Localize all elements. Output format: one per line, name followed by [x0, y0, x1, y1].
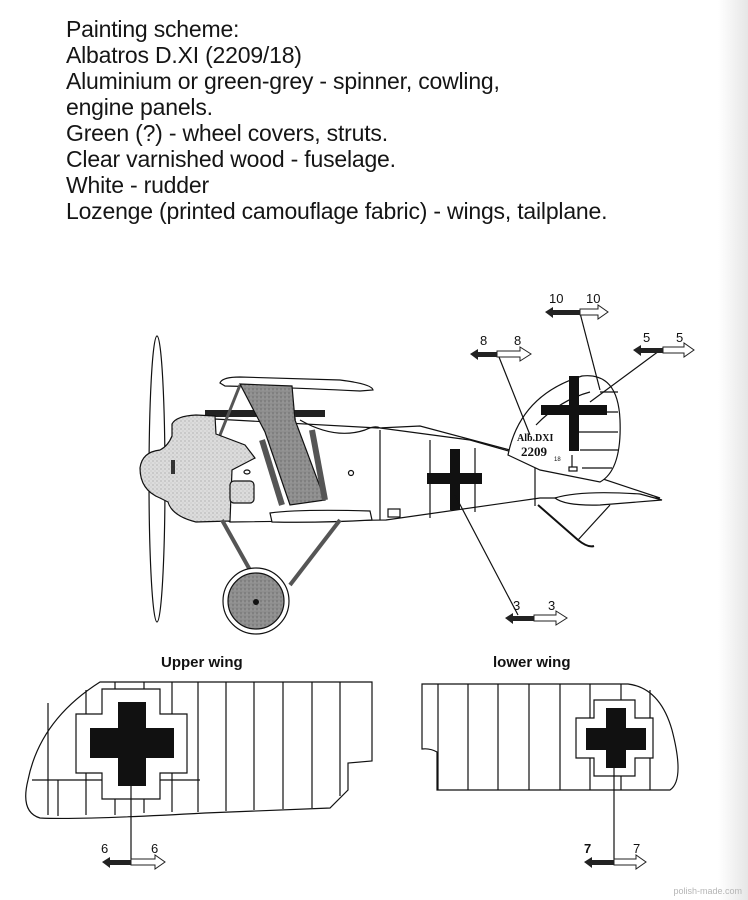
- callout-label-right: 5: [676, 330, 683, 345]
- callout-label-right: 10: [586, 291, 600, 306]
- callout-7: 7 7: [584, 841, 647, 870]
- callout-label-left: 6: [101, 841, 108, 856]
- callout-label-left: 8: [480, 333, 487, 348]
- wheel: [222, 567, 290, 635]
- callout-arrows: 10 10 8 8 5 5 3 3: [470, 291, 695, 626]
- upper-wing-cross: [90, 702, 174, 786]
- tailplane: [553, 492, 663, 506]
- notes-line: White - rudder: [66, 172, 209, 198]
- lower-wing-side: [269, 509, 373, 523]
- notes-line: Albatros D.XI (2209/18): [66, 42, 302, 68]
- exhaust-slot: [171, 460, 175, 474]
- notes-title: Painting scheme:: [66, 16, 240, 42]
- upper-wing-title: Upper wing: [161, 654, 243, 671]
- callout-label-right: 3: [548, 598, 555, 613]
- callout-label-right: 7: [633, 841, 640, 856]
- lower-wing-title: lower wing: [493, 654, 571, 671]
- notes-line: Aluminium or green-grey - spinner, cowli…: [66, 68, 500, 94]
- serial-line2: 2209: [521, 444, 548, 459]
- page-edge-shadow: [718, 0, 748, 900]
- engine-panel: [229, 480, 255, 504]
- callout-label-left: 10: [549, 291, 563, 306]
- fuselage-cross: [427, 449, 482, 510]
- callout-label-left: 7: [584, 841, 591, 856]
- notes-line: Clear varnished wood - fuselage.: [66, 146, 396, 172]
- callout-3: 3 3: [505, 598, 568, 626]
- callout-5: 5 5: [633, 330, 695, 358]
- undercarriage-strut-front: [220, 519, 252, 571]
- serial-suffix: 18: [554, 457, 561, 463]
- upper-wing-plan: [25, 681, 373, 860]
- notes-line: Green (?) - wheel covers, struts.: [66, 120, 388, 146]
- side-view: [139, 312, 664, 635]
- rudder-cross: [541, 376, 607, 451]
- undercarriage-strut-rear: [288, 518, 342, 587]
- callout-label-right: 6: [151, 841, 158, 856]
- lower-wing-cross: [586, 708, 646, 768]
- callout-label-right: 8: [514, 333, 521, 348]
- callout-label-left: 5: [643, 330, 650, 345]
- callout-6: 6 6: [101, 841, 166, 870]
- fuselage-serial: Alb.DXI 2209 18: [517, 433, 561, 463]
- cowling: [139, 414, 256, 523]
- serial-line1: Alb.DXI: [517, 433, 554, 444]
- callout-10: 10 10: [545, 291, 609, 320]
- fin: [507, 375, 621, 483]
- notes-line: engine panels.: [66, 94, 213, 120]
- callout-label-left: 3: [513, 598, 520, 613]
- watermark: polish-made.com: [673, 886, 742, 896]
- notes-line: Lozenge (printed camouflage fabric) - wi…: [66, 198, 608, 224]
- painting-scheme-notes: Painting scheme: Albatros D.XI (2209/18)…: [66, 16, 608, 224]
- callout-8: 8 8: [470, 333, 532, 362]
- lower-wing-plan: [421, 683, 679, 862]
